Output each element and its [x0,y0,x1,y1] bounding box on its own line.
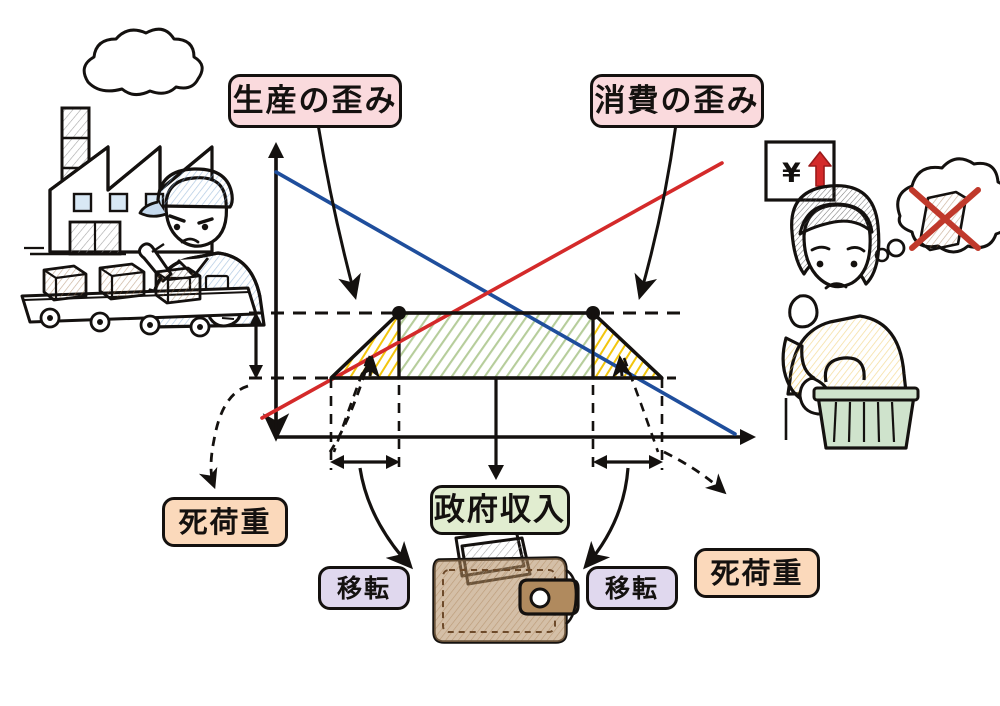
factory-illustration [20,27,266,338]
conveyor-belt [20,262,258,338]
svg-text:¥: ¥ [782,158,801,189]
demand-curve [274,170,737,436]
label-production-distortion-text: 生産の歪み [232,82,398,119]
government-revenue-region [397,311,595,380]
label-deadweight-right-text: 死荷重 [710,555,804,590]
shopping-basket [812,356,920,450]
supply-demand-chart [249,142,756,480]
wallet-illustration [432,528,580,644]
quantity-reduction-left-arrow [330,455,400,469]
quantity-reduction-right-arrow [593,455,663,469]
label-government-revenue[interactable]: 政府収入 [430,485,570,535]
deadweight-right-dashed-link [622,357,727,495]
label-government-revenue-text: 政府収入 [434,491,566,528]
label-consumption-distortion-text: 消費の歪み [594,82,760,119]
label-deadweight-right[interactable]: 死荷重 [694,548,820,598]
label-transfer-right-text: 移転 [604,573,659,603]
smokestack-smoke-cloud [82,27,204,96]
deadweight-left-inner-arrow [359,355,381,379]
production-distortion-pointer [316,123,361,301]
conveyor-box [154,266,202,305]
shopper-illustration: ¥ [764,140,1000,450]
yen-price-up-sign: ¥ [764,140,836,202]
supply-curve [260,161,724,420]
transfer-right-arrow [583,467,630,570]
transfer-left-arrow [358,467,414,570]
conveyor-box [42,264,88,302]
conveyor-box [98,262,146,301]
deadweight-left-callout-arrow [198,355,372,490]
label-transfer-right[interactable]: 移転 [586,566,678,610]
label-production-distortion[interactable]: 生産の歪み [228,74,402,128]
crossed-out-product-thought-bubble [874,157,1000,263]
government-revenue-arrow [488,378,504,480]
consumption-distortion-pointer [634,123,678,301]
label-consumption-distortion[interactable]: 消費の歪み [590,74,764,128]
tax-wedge-arrow [249,312,263,379]
label-deadweight-left-text: 死荷重 [178,504,272,539]
label-transfer-left[interactable]: 移転 [318,566,410,610]
deadweight-right-inner-arrow [611,355,633,379]
label-transfer-left-text: 移転 [336,573,391,603]
label-deadweight-left[interactable]: 死荷重 [162,497,288,547]
